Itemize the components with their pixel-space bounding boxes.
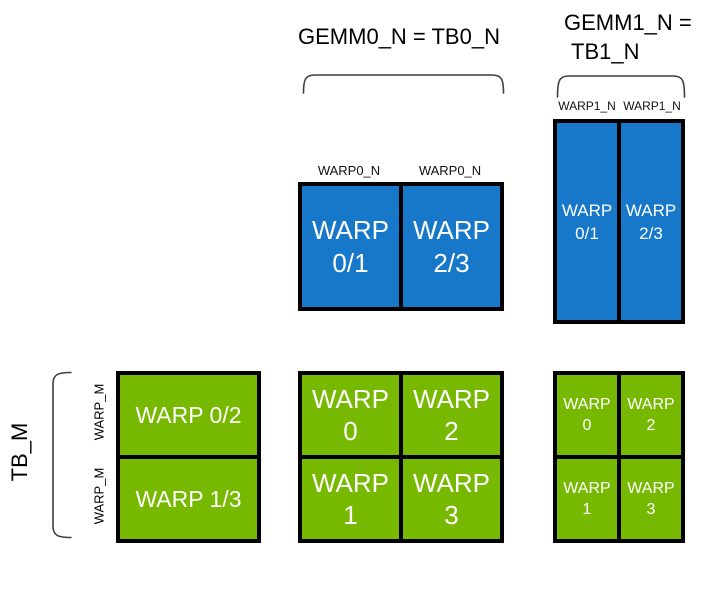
gemm1-n-title: GEMM1_N = TB1_N: [564, 8, 724, 66]
gemm1-warp-cell-0: WARP 0: [557, 375, 617, 455]
warp-cell-line1: WARP: [311, 384, 390, 414]
warp-cell-line2: 0/1: [575, 223, 599, 243]
tb0-n-extent-bracket: [302, 74, 505, 94]
warp-cell-line2: 3: [646, 501, 656, 518]
warp-cell-line1: WARP: [412, 384, 491, 414]
warp-cell-line1: WARP: [563, 396, 611, 413]
warp-cell-line1: WARP: [561, 200, 613, 220]
gemm0-warp-grid: WARP 0 WARP 2 WARP 1 WARP 3: [298, 371, 504, 543]
warp-m-label-row1: WARP_M: [91, 467, 107, 525]
tb-m-extent-bracket: [52, 371, 72, 539]
warp-cell-line1: WARP: [412, 214, 491, 245]
gemm0-warp-cell-0: WARP 0: [302, 375, 399, 455]
gemm0-warp-cell-1: WARP 1: [302, 459, 399, 539]
warp-cell-line2: 0: [343, 416, 358, 446]
warp-cell-label: WARP 0/2: [135, 401, 242, 428]
gemm1-n-title-line2: TB1_N: [571, 39, 640, 64]
warp1-n-label-col0: WARP1_N: [558, 99, 616, 113]
gemm1-warp-grid: WARP 0 WARP 2 WARP 1 WARP 3: [553, 371, 685, 543]
gemm1-n-title-line1: GEMM1_N =: [564, 10, 692, 35]
gemm1-accum-cell-warp23: WARP 2/3: [621, 123, 681, 320]
tb-m-label: TB_M: [7, 422, 32, 482]
gemm1-accum-cell-warp01: WARP 0/1: [557, 123, 617, 320]
warp-cell-line2: 2/3: [639, 223, 663, 243]
warp-cell-line2: 1: [343, 500, 358, 530]
warp-cell-line2: 2: [444, 416, 459, 446]
warp0-n-label-col0: WARP0_N: [317, 163, 381, 178]
warp-cell-line1: WARP: [627, 480, 675, 497]
gemm1-warp-cell-1: WARP 1: [557, 459, 617, 539]
warp-cell-line2: 0: [582, 417, 592, 434]
warp-cell-line2: 1: [582, 501, 592, 518]
warp-cell-line1: WARP: [412, 468, 491, 498]
gemm0-n-title: GEMM0_N = TB0_N: [298, 24, 500, 49]
gemm0-warp-cell-2: WARP 2: [403, 375, 500, 455]
warp-cell-line1: WARP: [627, 396, 675, 413]
warp-cell-line1: WARP: [311, 468, 390, 498]
tb-row-block: WARP 0/2 WARP 1/3: [116, 371, 261, 543]
warp-cell-line2: 3: [444, 500, 459, 530]
warp0-n-label-col1: WARP0_N: [418, 163, 482, 178]
gemm0-accum-cell-warp01: WARP 0/1: [302, 186, 399, 307]
warp-cell-line1: WARP: [311, 214, 390, 245]
warp-cell-label: WARP 1/3: [135, 485, 242, 512]
warp-cell-line2: 0/1: [332, 247, 369, 278]
warp-cell-line2: 2: [646, 417, 656, 434]
gemm0-warp-cell-3: WARP 3: [403, 459, 500, 539]
warp-cell-line1: WARP: [563, 480, 611, 497]
warp-cell-line1: WARP: [625, 200, 677, 220]
warp-cell-line2: 2/3: [433, 247, 470, 278]
gemm0-accumulator-block: WARP 0/1 WARP 2/3: [298, 182, 504, 311]
gemm1-warp-cell-2: WARP 2: [621, 375, 681, 455]
tb-row-cell-warp13: WARP 1/3: [120, 459, 257, 539]
tb-row-cell-warp02: WARP 0/2: [120, 375, 257, 455]
gemm1-accumulator-block: WARP 0/1 WARP 2/3: [553, 119, 685, 324]
gemm1-warp-cell-3: WARP 3: [621, 459, 681, 539]
gemm0-accum-cell-warp23: WARP 2/3: [403, 186, 500, 307]
warp1-n-label-col1: WARP1_N: [623, 99, 681, 113]
tb1-n-extent-bracket: [556, 75, 686, 98]
warp-m-label-row0: WARP_M: [91, 383, 107, 441]
